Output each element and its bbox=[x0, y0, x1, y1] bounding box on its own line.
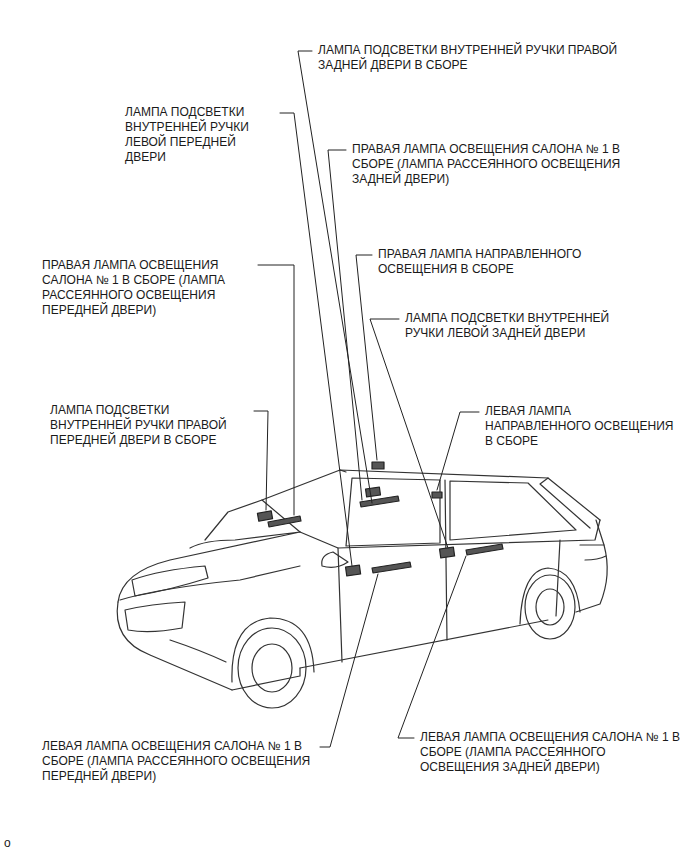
part-label: ПРАВАЯ ЛАМПА НАПРАВЛЕННОГО ОСВЕЩЕНИЯ В С… bbox=[378, 247, 618, 277]
car-body bbox=[117, 470, 607, 690]
figure-code: o bbox=[4, 836, 34, 851]
wheels bbox=[232, 568, 580, 708]
part-label: ЛАМПА ПОДСВЕТКИ ВНУТРЕННЕЙ РУЧКИ ЛЕВОЙ П… bbox=[125, 105, 275, 165]
part-label: ЛАМПА ПОДСВЕТКИ ВНУТРЕННЕЙ РУЧКИ ЛЕВОЙ З… bbox=[405, 311, 645, 341]
part-label: ЛЕВАЯ ЛАМПА ОСВЕЩЕНИЯ САЛОНА № 1 В СБОРЕ… bbox=[420, 730, 680, 775]
part-label: ЛАМПА ПОДСВЕТКИ ВНУТРЕННЕЙ РУЧКИ ПРАВОЙ … bbox=[318, 43, 618, 73]
part-label: ЛАМПА ПОДСВЕТКИ ВНУТРЕННЕЙ РУЧКИ ПРАВОЙ … bbox=[50, 403, 250, 448]
part-label: ЛЕВАЯ ЛАМПА ОСВЕЩЕНИЯ САЛОНА № 1 В СБОРЕ… bbox=[42, 739, 317, 784]
part-label: ЛЕВАЯ ЛАМПА НАПРАВЛЕННОГО ОСВЕЩЕНИЯ В СБ… bbox=[485, 404, 675, 449]
part-label: ПРАВАЯ ЛАМПА ОСВЕЩЕНИЯ САЛОНА № 1 В СБОР… bbox=[42, 258, 252, 318]
part-label: ПРАВАЯ ЛАМПА ОСВЕЩЕНИЯ САЛОНА № 1 В СБОР… bbox=[352, 142, 662, 187]
